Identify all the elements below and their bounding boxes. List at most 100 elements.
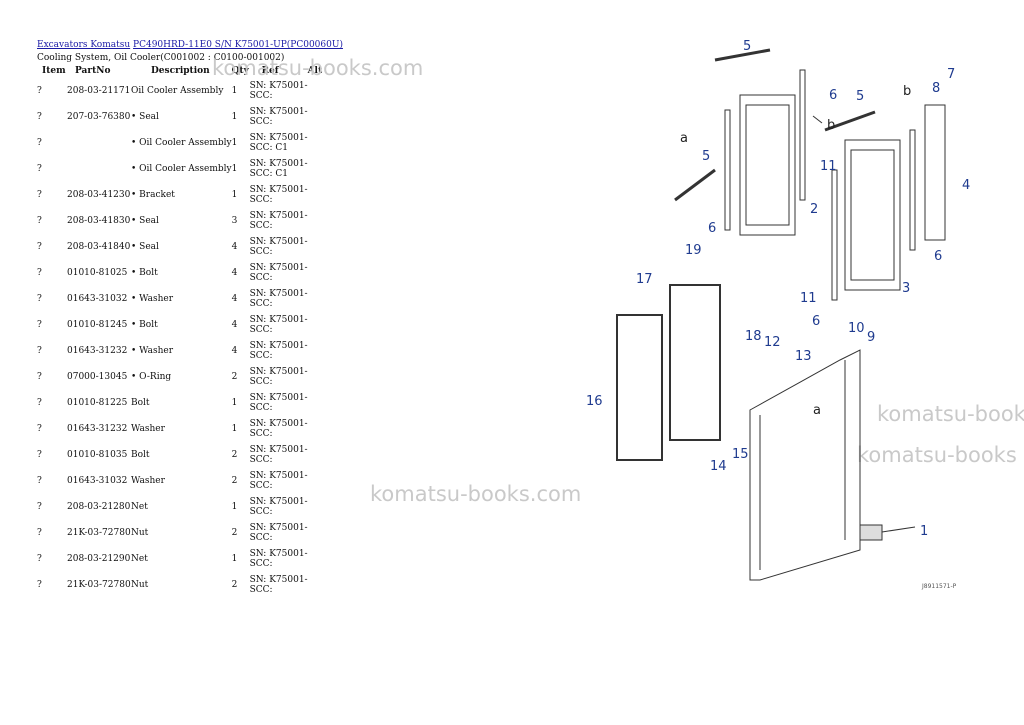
partno-cell: 01010-81025 [67, 268, 128, 278]
ref-line-1: SN: K75001- [249, 107, 308, 117]
ref-line-1: SN: K75001- [249, 497, 308, 507]
description-cell: • Bolt [131, 268, 158, 278]
oil-cooler-part-2 [739, 94, 796, 236]
alt-cell [308, 208, 328, 234]
alt-cell [308, 338, 328, 364]
part-callout: 5 [743, 39, 751, 54]
item-cell: ? [37, 580, 42, 590]
qty-cell: 2 [231, 580, 238, 590]
watermark: komatsu-books [857, 443, 1017, 467]
ref-cell: SN: K75001-SCC: [250, 312, 308, 338]
item-cell: ? [37, 190, 42, 200]
alt-cell [308, 156, 328, 182]
ref-line-2: SCC: [249, 429, 273, 439]
qty-cell: 2 [231, 450, 238, 460]
frame-bracket [749, 349, 861, 581]
partno-cell: 01010-81245 [67, 320, 128, 330]
description-cell: Oil Cooler Assembly [131, 86, 224, 96]
qty-cell: 4 [231, 320, 238, 330]
ref-cell: SN: K75001-SCC: [250, 260, 308, 286]
item-cell: ? [37, 294, 42, 304]
alt-cell [308, 442, 328, 468]
breadcrumb-link-model[interactable]: PC490HRD-11E0 S/N K75001-UP(PC00060U) [133, 40, 343, 50]
ref-line-1: SN: K75001- [249, 419, 308, 429]
ref-cell: SN: K75001-SCC: [250, 520, 308, 546]
diagram-code: J8911571-P [921, 583, 957, 590]
ref-cell: SN: K75001-SCC: [250, 416, 308, 442]
ref-line-1: SN: K75001- [249, 237, 308, 247]
partno-cell: 01010-81035 [67, 450, 128, 460]
breadcrumb: Excavators Komatsu PC490HRD-11E0 S/N K75… [37, 40, 343, 50]
qty-cell: 1 [231, 86, 238, 96]
alt-cell [308, 286, 328, 312]
page-subtitle: Cooling System, Oil Cooler(C001002 : C01… [37, 53, 285, 63]
header-qty: Qty [231, 66, 249, 76]
qty-cell: 1 [231, 554, 238, 564]
partno-cell: 01643-31032 [67, 476, 128, 486]
qty-cell: 1 [231, 138, 238, 148]
description-cell: Bolt [131, 450, 150, 460]
watermark: komatsu-book [877, 402, 1024, 426]
qty-cell: 3 [231, 216, 238, 226]
partno-cell: 01643-31232 [67, 424, 128, 434]
ref-line-1: SN: K75001- [249, 367, 308, 377]
description-cell: • Seal [131, 216, 159, 226]
ref-cell: SN: K75001-SCC: [250, 104, 308, 130]
ref-line-2: SCC: [249, 195, 273, 205]
partno-cell: 01010-81225 [67, 398, 128, 408]
qty-cell: 1 [231, 190, 238, 200]
description-cell: • Washer [131, 294, 174, 304]
item-cell: ? [37, 476, 42, 486]
alt-cell [308, 312, 328, 338]
item-cell: ? [37, 112, 42, 122]
ref-cell: SN: K75001-SCC: [250, 390, 308, 416]
item-cell: ? [37, 502, 42, 512]
ref-line-1: SN: K75001- [249, 549, 308, 559]
partno-cell: 21K-03-72780 [67, 528, 131, 538]
alt-cell [308, 130, 328, 156]
description-cell: Net [131, 554, 148, 564]
ref-line-2: SCC: [249, 507, 273, 517]
part-callout: 12 [764, 335, 781, 350]
partno-cell: 208-03-21290 [67, 554, 131, 564]
arrow-label: a [680, 131, 688, 146]
part-callout: 14 [710, 459, 727, 474]
part-callout: 11 [820, 159, 837, 174]
ref-line-2: SCC: [249, 91, 273, 101]
partno-cell: 01643-31032 [67, 294, 128, 304]
ref-cell: SN: K75001-SCC: [250, 546, 308, 572]
part-callout: 6 [934, 249, 942, 264]
partno-cell: 07000-13045 [67, 372, 128, 382]
ref-line-1: SN: K75001- [249, 211, 308, 221]
oil-cooler-part-3 [844, 139, 901, 291]
partno-cell: 207-03-76380 [67, 112, 131, 122]
rod-part-5 [674, 48, 876, 202]
header-item: Item [42, 66, 66, 76]
arrow-label: b [827, 118, 835, 133]
part-callout: 5 [702, 149, 710, 164]
part-callout: 18 [745, 329, 762, 344]
alt-cell [308, 468, 328, 494]
alt-cell [308, 390, 328, 416]
partno-cell [67, 130, 131, 156]
item-cell: ? [37, 320, 42, 330]
ref-line-2: SCC: C1 [249, 143, 289, 153]
part-callout: 13 [795, 349, 812, 364]
alt-cell [308, 494, 328, 520]
part-callout: 9 [867, 330, 875, 345]
header-description: Description [151, 66, 210, 76]
breadcrumb-link-excavators[interactable]: Excavators Komatsu [37, 40, 131, 50]
table-header-row: Item PartNo Description Qty Ref Alt [37, 66, 328, 78]
ref-line-2: SCC: [249, 377, 273, 387]
part-callout: 2 [810, 202, 818, 217]
item-cell: ? [37, 554, 42, 564]
